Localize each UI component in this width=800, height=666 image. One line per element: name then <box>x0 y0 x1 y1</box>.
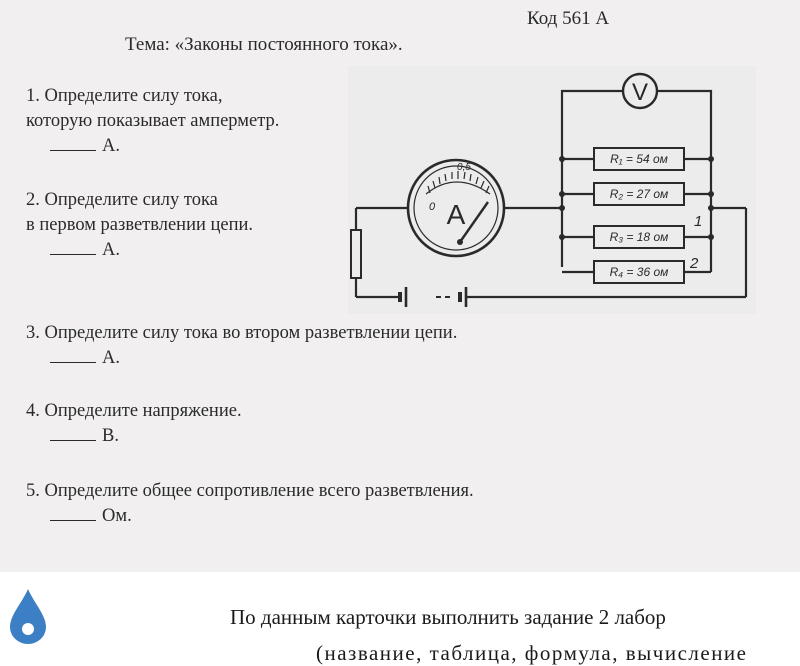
ammeter-label: A <box>447 199 466 230</box>
question-4: 4. Определите напряжение. В. <box>26 399 242 449</box>
question-1-unit: А. <box>102 136 120 156</box>
ammeter-zero: 0 <box>429 201 436 213</box>
answer-blank-4[interactable] <box>50 426 96 441</box>
resistor-4 <box>593 260 685 284</box>
resistor-3-label: R₃ = 18 ом <box>610 230 669 244</box>
question-2-unit: А. <box>102 240 120 260</box>
circuit-diagram: V A 0 0,5 R₁ = 54 ом R₂ = 27 <box>348 66 756 314</box>
question-5-line1: 5. Определите общее сопротивление всего … <box>26 481 474 501</box>
question-1-line1: 1. Определите силу тока, <box>26 86 223 106</box>
question-3-unit: А. <box>102 348 120 368</box>
ammeter: A 0 0,5 <box>406 158 506 258</box>
question-3-line1: 3. Определите силу тока во втором развет… <box>26 323 458 343</box>
question-4-unit: В. <box>102 426 119 446</box>
resistor-2 <box>593 182 685 206</box>
question-2-line1: 2. Определите силу тока <box>26 190 218 210</box>
task-card: Код 561 А Тема: «Законы постоянного тока… <box>0 0 800 572</box>
question-2-line2: в первом разветвлении цепи. <box>26 215 254 235</box>
resistor-4-label: R₄ = 36 ом <box>610 265 669 279</box>
question-4-line1: 4. Определите напряжение. <box>26 401 242 421</box>
resistor-3 <box>593 225 685 249</box>
question-3: 3. Определите силу тока во втором развет… <box>26 321 457 371</box>
question-5: 5. Определите общее сопротивление всего … <box>26 479 474 529</box>
question-2: 2. Определите силу тока в первом разветв… <box>26 188 253 263</box>
answer-blank-3[interactable] <box>50 348 96 363</box>
question-1-line2: которую показывает амперметр. <box>26 111 280 131</box>
resistor-2-label: R₂ = 27 ом <box>610 187 669 201</box>
card-topic: Тема: «Законы постоянного тока». <box>125 34 403 55</box>
resistor-1-label: R₁ = 54 ом <box>610 152 668 166</box>
ammeter-mark: 0,5 <box>457 162 471 173</box>
footer-note: (название, таблица, формула, вычисление <box>316 641 748 665</box>
voltmeter-label: V <box>632 79 648 106</box>
branch-label-2: 2 <box>689 255 699 272</box>
voltmeter <box>621 72 659 110</box>
footer-instruction: По данным карточки выполнить задание 2 л… <box>230 605 666 629</box>
resistor-1 <box>593 147 685 171</box>
answer-blank-2[interactable] <box>50 240 96 255</box>
question-5-unit: Ом. <box>102 506 132 526</box>
answer-blank-5[interactable] <box>50 506 96 521</box>
water-drop-icon <box>10 589 46 644</box>
branch-label-1: 1 <box>694 213 702 230</box>
answer-blank-1[interactable] <box>50 136 96 151</box>
question-1: 1. Определите силу тока, которую показыв… <box>26 84 279 159</box>
card-code: Код 561 А <box>527 8 610 29</box>
